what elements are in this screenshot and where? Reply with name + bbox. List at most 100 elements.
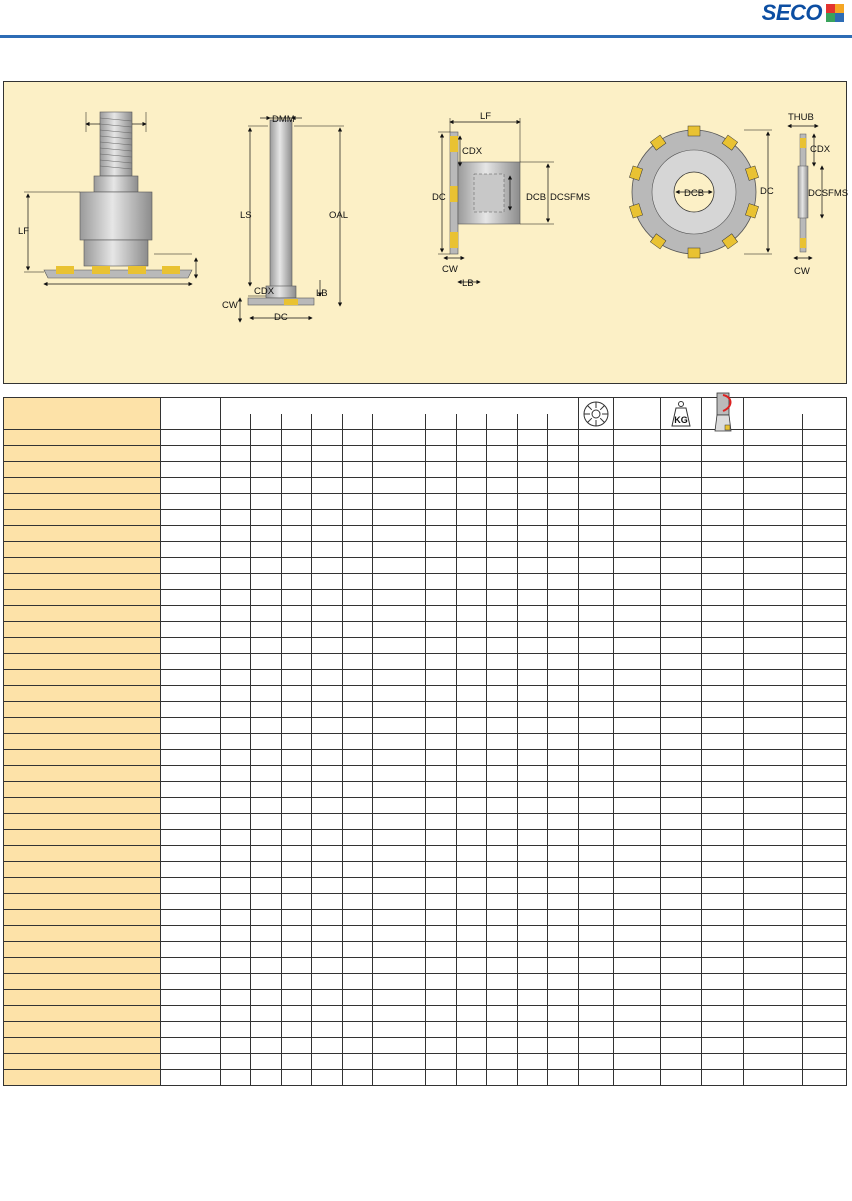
table-cell — [613, 685, 662, 702]
table-cell — [546, 989, 579, 1006]
table-cell — [371, 573, 427, 590]
fig3-dcsfms-label: DCSFMS — [550, 192, 590, 203]
spec-table-wrap: KG — [2, 392, 848, 1198]
table-row — [2, 493, 848, 510]
table-cell — [577, 589, 615, 606]
table-cell — [660, 765, 703, 782]
table-cell — [577, 685, 615, 702]
table-cell — [425, 781, 457, 798]
table-cell — [516, 845, 548, 862]
table-cell — [660, 589, 703, 606]
table-cell — [660, 717, 703, 734]
table-cell — [280, 957, 313, 974]
table-cell — [219, 669, 252, 686]
table-cell — [371, 861, 427, 878]
table-cell — [546, 941, 579, 958]
table-cell — [701, 861, 745, 878]
table-cell — [516, 941, 548, 958]
table-cell — [546, 589, 579, 606]
figure-shank-saw: DMM LS OAL CDX LB CW DC — [222, 114, 348, 323]
table-cell — [250, 765, 282, 782]
table-cell — [455, 781, 488, 798]
table-cell — [701, 749, 745, 766]
table-row — [2, 477, 848, 494]
dim-col-8 — [455, 413, 488, 430]
table-cell — [341, 525, 373, 542]
table-cell — [743, 717, 803, 734]
table-cell — [660, 877, 703, 894]
table-cell — [516, 1021, 548, 1038]
table-cell — [546, 493, 579, 510]
table-cell — [160, 621, 221, 638]
table-cell — [371, 957, 427, 974]
fig4-cw-label: CW — [794, 266, 810, 277]
table-cell — [801, 669, 848, 686]
table-cell — [341, 685, 373, 702]
table-cell — [516, 541, 548, 558]
table-cell — [577, 541, 615, 558]
designation-cell — [2, 557, 162, 574]
table-cell — [425, 829, 457, 846]
blank-header-1 — [613, 397, 662, 430]
table-cell — [577, 733, 615, 750]
table-cell — [613, 957, 662, 974]
table-cell — [701, 637, 745, 654]
table-cell — [371, 941, 427, 958]
table-cell — [425, 749, 457, 766]
table-cell — [801, 1005, 848, 1022]
table-cell — [311, 893, 343, 910]
table-cell — [371, 1053, 427, 1070]
table-cell — [801, 621, 848, 638]
table-cell — [701, 829, 745, 846]
table-cell — [743, 525, 803, 542]
table-cell — [546, 541, 579, 558]
table-cell — [613, 781, 662, 798]
table-cell — [219, 557, 252, 574]
table-cell — [486, 477, 518, 494]
table-cell — [743, 573, 803, 590]
table-cell — [486, 749, 518, 766]
table-row — [2, 461, 848, 478]
table-cell — [219, 893, 252, 910]
table-cell — [613, 541, 662, 558]
table-cell — [577, 957, 615, 974]
table-cell — [455, 477, 488, 494]
table-cell — [701, 685, 745, 702]
table-cell — [250, 621, 282, 638]
table-cell — [743, 445, 803, 462]
table-cell — [341, 573, 373, 590]
table-cell — [371, 797, 427, 814]
saw-blade-header — [577, 397, 615, 430]
table-cell — [660, 637, 703, 654]
table-cell — [425, 765, 457, 782]
table-cell — [280, 589, 313, 606]
table-cell — [311, 861, 343, 878]
table-cell — [577, 717, 615, 734]
table-cell — [280, 973, 313, 990]
table-cell — [371, 1037, 427, 1054]
table-cell — [577, 477, 615, 494]
table-cell — [701, 493, 745, 510]
table-cell — [613, 429, 662, 446]
table-cell — [341, 909, 373, 926]
table-cell — [701, 781, 745, 798]
table-cell — [341, 861, 373, 878]
table-cell — [743, 1005, 803, 1022]
table-cell — [613, 605, 662, 622]
table-cell — [546, 749, 579, 766]
table-cell — [486, 509, 518, 526]
table-cell — [371, 557, 427, 574]
table-cell — [341, 781, 373, 798]
table-cell — [743, 893, 803, 910]
table-cell — [801, 941, 848, 958]
table-cell — [425, 637, 457, 654]
table-cell — [486, 781, 518, 798]
table-cell — [341, 765, 373, 782]
table-cell — [801, 781, 848, 798]
table-cell — [701, 653, 745, 670]
table-cell — [801, 509, 848, 526]
table-cell — [701, 941, 745, 958]
table-cell — [371, 829, 427, 846]
table-cell — [577, 1053, 615, 1070]
table-cell — [701, 589, 745, 606]
